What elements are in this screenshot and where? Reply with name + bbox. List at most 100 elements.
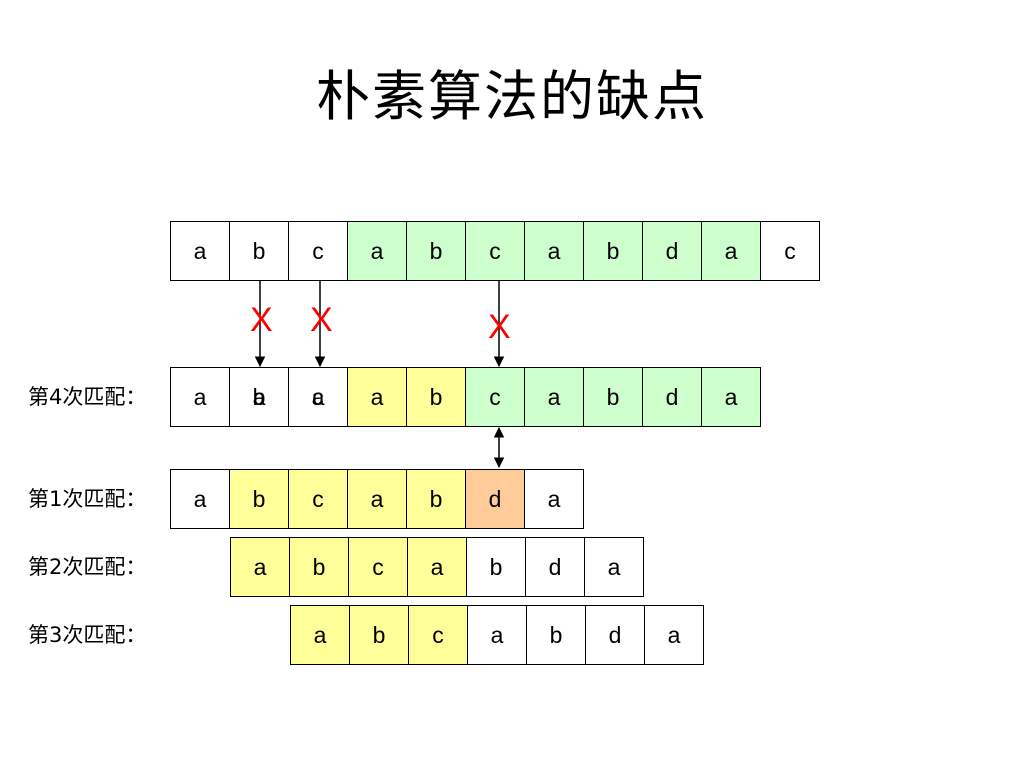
match-cell: a bbox=[407, 537, 467, 597]
match-cell-char: d bbox=[665, 383, 679, 410]
match-cell: b bbox=[583, 367, 643, 427]
match-cell-char: a bbox=[370, 383, 384, 410]
match-cell-char: b bbox=[312, 553, 326, 580]
text-cell-char: a bbox=[370, 237, 384, 264]
text-cell: d bbox=[642, 221, 702, 281]
text-cell: a bbox=[347, 221, 407, 281]
match-cell-char: b bbox=[252, 485, 266, 512]
text-cell-char: c bbox=[489, 237, 501, 264]
match-cell-overlay-char: a bbox=[252, 383, 266, 410]
match-cell-char: b bbox=[429, 485, 443, 512]
match-cell: a bbox=[644, 605, 704, 665]
text-cell-char: c bbox=[784, 237, 796, 264]
slide-title: 朴素算法的缺点 bbox=[316, 65, 708, 128]
match-cell: a bbox=[347, 367, 407, 427]
match-cell-char: a bbox=[313, 621, 327, 648]
text-cell-char: b bbox=[429, 237, 443, 264]
mismatch-mark-3: X bbox=[488, 308, 511, 346]
match-cell-char: b bbox=[606, 383, 620, 410]
match-cell-char: a bbox=[667, 621, 681, 648]
text-cell-char: b bbox=[252, 237, 266, 264]
match-cell-char: d bbox=[608, 621, 622, 648]
match-cell: c bbox=[288, 469, 348, 529]
text-cell: a bbox=[701, 221, 761, 281]
mismatch-mark-1: X bbox=[250, 301, 273, 339]
match-cell: a bbox=[584, 537, 644, 597]
match-cell-char: c bbox=[372, 553, 384, 580]
match-cell: b bbox=[229, 469, 289, 529]
text-cell: b bbox=[583, 221, 643, 281]
match-cell: b bbox=[349, 605, 409, 665]
match-cell: b bbox=[466, 537, 526, 597]
match-cell: a bbox=[524, 469, 584, 529]
match-cell-char: c bbox=[432, 621, 444, 648]
match-cell: a bbox=[701, 367, 761, 427]
match-cell: a bbox=[230, 537, 290, 597]
text-cell-char: a bbox=[724, 237, 738, 264]
match-cell-char: b bbox=[252, 383, 266, 410]
match-cell: d bbox=[465, 469, 525, 529]
text-cell: a bbox=[170, 221, 230, 281]
match-row-label-1: 第1次匹配： bbox=[28, 487, 147, 511]
match-cell-char: c bbox=[312, 383, 324, 410]
text-cell: a bbox=[524, 221, 584, 281]
text-cell: c bbox=[465, 221, 525, 281]
text-cell-char: d bbox=[665, 237, 679, 264]
match-cell-char: a bbox=[370, 485, 384, 512]
text-cell: c bbox=[288, 221, 348, 281]
match-cell: a bbox=[524, 367, 584, 427]
match-row-label-3: 第3次匹配： bbox=[28, 623, 147, 647]
match-cell: a bbox=[170, 367, 230, 427]
match-cell-char: c bbox=[489, 383, 501, 410]
match-cell-char: a bbox=[607, 553, 621, 580]
match-row-label-2: 第2次匹配： bbox=[28, 555, 147, 579]
match-cell-char: d bbox=[488, 485, 502, 512]
match-cell: b bbox=[526, 605, 586, 665]
match-cell-char: d bbox=[548, 553, 562, 580]
match-cell: a bbox=[347, 469, 407, 529]
text-cell: b bbox=[406, 221, 466, 281]
text-cell-char: b bbox=[606, 237, 620, 264]
match-cell: a bbox=[170, 469, 230, 529]
mismatch-mark-2: X bbox=[310, 301, 333, 339]
match-cell: c bbox=[465, 367, 525, 427]
match-cell: c bbox=[348, 537, 408, 597]
match-cell-char: a bbox=[547, 383, 561, 410]
match-cell-char: b bbox=[372, 621, 386, 648]
match-cell-char: c bbox=[312, 485, 324, 512]
match-cell: d bbox=[525, 537, 585, 597]
match-cell: b bbox=[406, 367, 466, 427]
text-cell-char: c bbox=[312, 237, 324, 264]
match-cell-char: a bbox=[430, 553, 444, 580]
match-cell-char: b bbox=[489, 553, 503, 580]
match-cell: d bbox=[585, 605, 645, 665]
match-cell-char: a bbox=[724, 383, 738, 410]
text-cell: b bbox=[229, 221, 289, 281]
match-cell-char: a bbox=[193, 383, 207, 410]
match-cell-char: a bbox=[193, 485, 207, 512]
match-cell: a bbox=[290, 605, 350, 665]
text-cell-char: a bbox=[193, 237, 207, 264]
match-cell: b bbox=[406, 469, 466, 529]
match-cell-char: a bbox=[490, 621, 504, 648]
match-cell: c bbox=[408, 605, 468, 665]
match-cell-char: b bbox=[429, 383, 443, 410]
match-cell-char: a bbox=[253, 553, 267, 580]
match-cell-char: b bbox=[549, 621, 563, 648]
text-cell: c bbox=[760, 221, 820, 281]
match-cell: d bbox=[642, 367, 702, 427]
match-cell: a bbox=[467, 605, 527, 665]
match-cell: b bbox=[289, 537, 349, 597]
match-cell-overlay-char: a bbox=[311, 383, 325, 410]
text-cell-char: a bbox=[547, 237, 561, 264]
match-row-label-4: 第4次匹配： bbox=[28, 385, 147, 409]
match-cell-char: a bbox=[547, 485, 561, 512]
